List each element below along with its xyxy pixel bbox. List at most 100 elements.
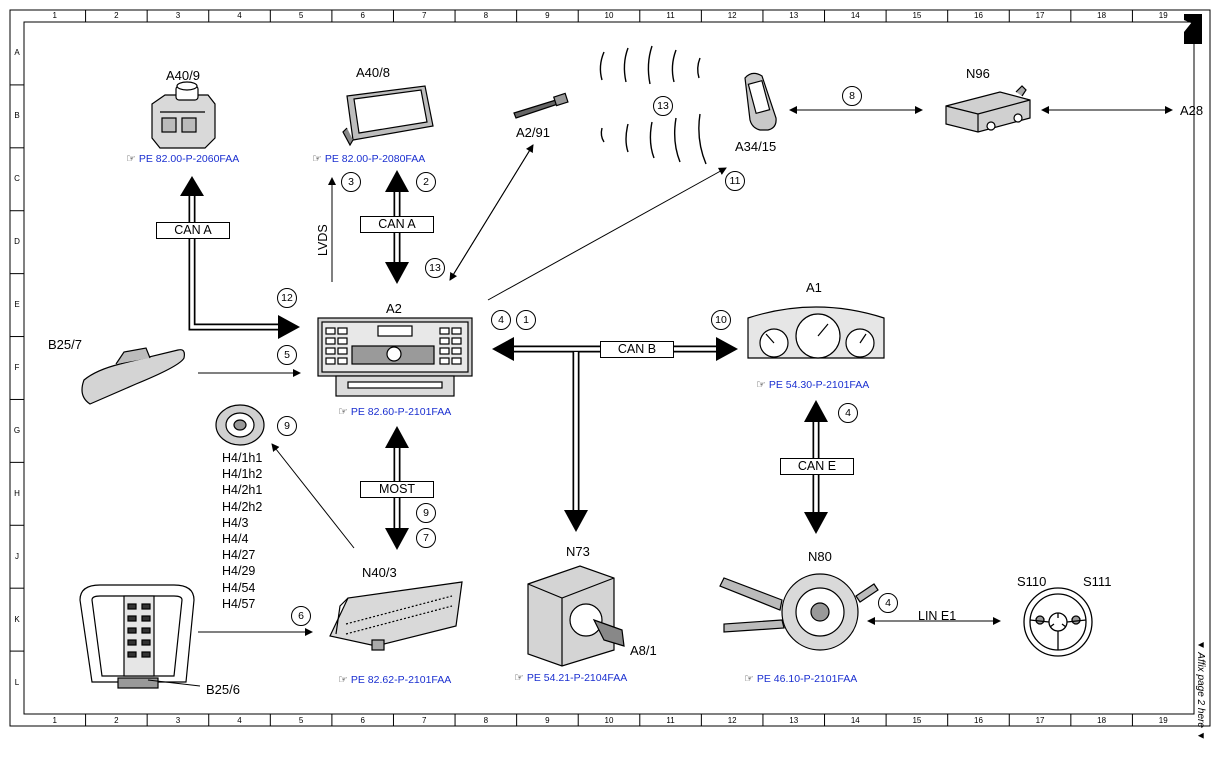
label-b25-7: B25/7 — [48, 337, 82, 352]
a40-8-display-icon — [342, 85, 434, 147]
marker-8: 8 — [842, 86, 862, 106]
grid-column-label: 13 — [789, 716, 799, 725]
speaker-item: H4/27 — [222, 548, 256, 563]
grid-column-label: 12 — [727, 716, 737, 725]
n80-steering-column-icon — [719, 573, 879, 651]
label-a28: A28 — [1180, 103, 1204, 118]
a2-91-antenna-icon — [513, 92, 569, 119]
speaker-item: H4/1h1 — [222, 451, 263, 465]
bus-label-lvds: LVDS — [316, 224, 330, 256]
grid-column-label: 6 — [360, 716, 365, 725]
marker-4: 4 — [491, 310, 511, 330]
bus-label-can-a-left: CAN A — [156, 222, 230, 239]
speaker-item: H4/57 — [222, 596, 256, 611]
grid-column-label: 12 — [727, 11, 737, 20]
marker-1: 1 — [516, 310, 536, 330]
grid-row-label: A — [14, 48, 20, 58]
ref-a1[interactable]: ☞PE 54.30-P-2101FAA — [756, 379, 870, 391]
bus-label-most: MOST — [360, 481, 434, 498]
marker-10: 10 — [711, 310, 731, 330]
marker-4: 4 — [878, 593, 898, 613]
hand-pointer-icon: ☞ — [756, 379, 766, 391]
speaker-item: H4/54 — [222, 580, 256, 595]
grid-column-label: 9 — [545, 11, 550, 20]
marker-13: 13 — [425, 258, 445, 278]
marker-7: 7 — [416, 528, 436, 548]
marker-9: 9 — [416, 503, 436, 523]
steering-wheel-icon — [1023, 587, 1093, 657]
a34-15-key-icon — [744, 72, 777, 131]
label-n73: N73 — [566, 544, 590, 559]
bus-label-can-a-mid: CAN A — [360, 216, 434, 233]
marker-3: 3 — [341, 172, 361, 192]
ref-a40-9[interactable]: ☞PE 82.00-P-2060FAA — [126, 153, 240, 165]
grid-column-label: 1 — [52, 11, 57, 20]
grid-column-label: 18 — [1097, 716, 1107, 725]
grid-column-label: 14 — [850, 716, 860, 725]
grid-column-label: 11 — [666, 11, 675, 20]
speaker-item: H4/1h2 — [222, 467, 263, 482]
n96-module-icon — [945, 85, 1031, 133]
hand-pointer-icon: ☞ — [514, 672, 524, 684]
grid-row-label: E — [14, 300, 20, 310]
grid-row-label: J — [15, 551, 19, 561]
grid-column-label: 18 — [1097, 11, 1107, 20]
speaker-item: H4/2h2 — [222, 499, 263, 514]
bus-can-a-left — [180, 176, 300, 339]
label-s110: S110 — [1017, 574, 1047, 589]
label-n40-3: N40/3 — [362, 565, 397, 580]
label-a2: A2 — [386, 301, 402, 316]
ref-n80[interactable]: ☞PE 46.10-P-2101FAA — [744, 673, 858, 685]
label-a40-9: A40/9 — [166, 68, 200, 83]
bus-label-can-e: CAN E — [780, 458, 854, 475]
grid-column-label: 7 — [422, 11, 427, 20]
grid-row-label: L — [14, 677, 20, 687]
a40-9-controller-icon — [151, 81, 216, 149]
label-a2-91: A2/91 — [516, 125, 550, 140]
grid-column-label: 8 — [483, 11, 489, 20]
grid-column-label: 15 — [912, 716, 922, 725]
grid-column-label: 3 — [175, 716, 181, 725]
grid-ticks — [10, 10, 1133, 726]
ref-n73[interactable]: ☞PE 54.21-P-2104FAA — [514, 672, 628, 684]
speaker-item: H4/2h1 — [222, 483, 263, 498]
label-a40-8: A40/8 — [356, 65, 390, 80]
grid-column-label: 8 — [483, 716, 489, 725]
grid-column-label: 2 — [114, 716, 119, 725]
b25-6-overhead-panel-icon — [79, 584, 195, 689]
grid-column-label: 2 — [114, 11, 119, 20]
ref-n40-3[interactable]: ☞PE 82.62-P-2101FAA — [338, 674, 452, 686]
grid-column-label: 10 — [604, 11, 614, 20]
grid-column-label: 16 — [974, 716, 983, 725]
grid-column-label: 16 — [974, 11, 983, 20]
grid-column-label: 13 — [789, 11, 799, 20]
grid-row-label: C — [14, 174, 20, 184]
marker-13: 13 — [653, 96, 673, 116]
grid-column-label: 15 — [912, 11, 922, 20]
speaker-list: H4/1h1 H4/1h2 H4/2h1 H4/2h2 H4/3 H4/4 H4… — [222, 450, 262, 612]
ref-a40-8[interactable]: ☞PE 82.00-P-2080FAA — [312, 153, 426, 165]
grid-column-label: 17 — [1035, 11, 1045, 20]
marker-9: 9 — [277, 416, 297, 436]
marker-5: 5 — [277, 345, 297, 365]
label-a1: A1 — [806, 280, 822, 295]
grid-column-label: 19 — [1158, 716, 1168, 725]
n73-ignition-switch-icon — [527, 565, 625, 667]
grid-column-label: 9 — [545, 716, 550, 725]
grid-row-label: B — [14, 111, 20, 121]
grid-row-label: K — [14, 614, 20, 624]
grid-column-label: 17 — [1035, 716, 1045, 725]
speaker-item: H4/3 — [222, 515, 249, 530]
grid-column-label: 4 — [237, 11, 242, 20]
grid-column-label: 4 — [237, 716, 242, 725]
ref-a2[interactable]: ☞PE 82.60-P-2101FAA — [338, 406, 452, 418]
page-frame — [9, 9, 1211, 727]
speaker-item: H4/29 — [222, 564, 256, 579]
b25-7-mirror-icon — [81, 347, 185, 405]
speaker-icon — [215, 404, 265, 446]
hand-pointer-icon: ☞ — [312, 153, 322, 165]
bus-label-can-b: CAN B — [600, 341, 674, 358]
bus-can-b — [492, 337, 738, 532]
grid-column-label: 7 — [422, 716, 427, 725]
